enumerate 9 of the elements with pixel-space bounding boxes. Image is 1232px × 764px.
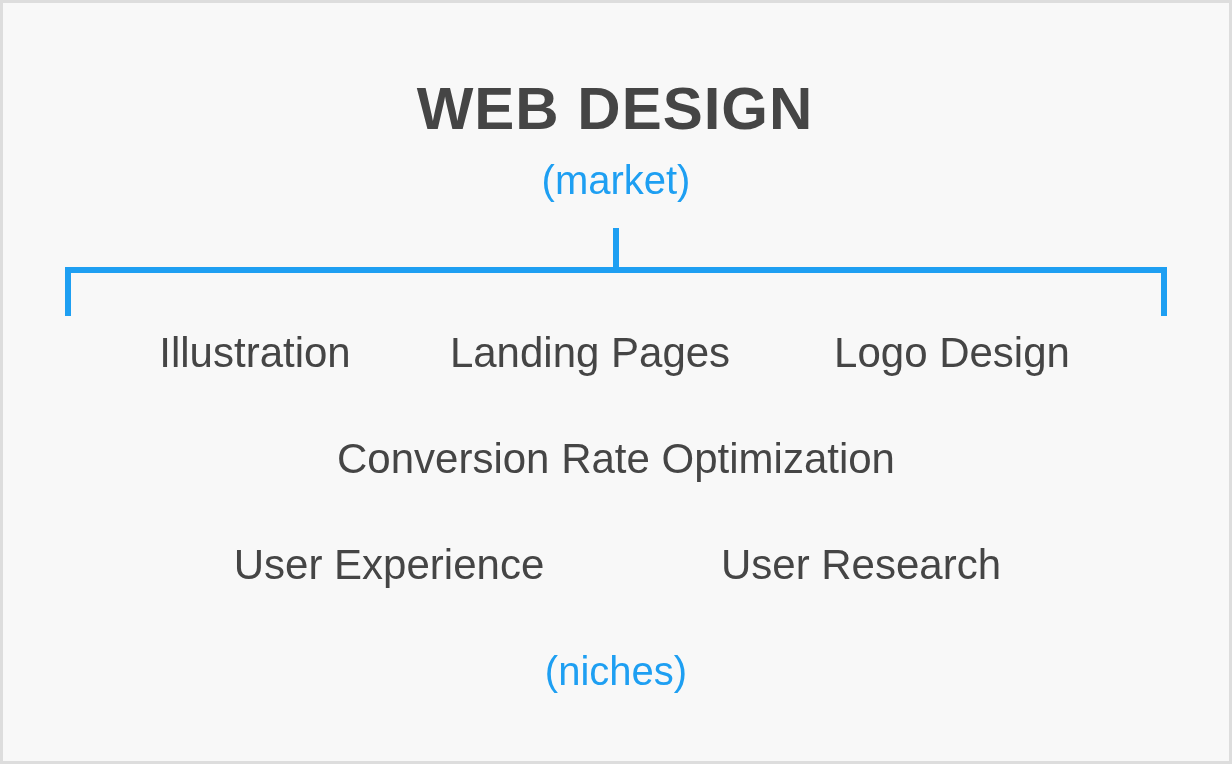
niche-label: User Research (720, 540, 1002, 590)
annotation: (niches) (544, 648, 688, 694)
niche-label: Conversion Rate Optimization (337, 434, 895, 484)
annotation: (market) (541, 157, 691, 203)
niche-label: User Experience (233, 540, 545, 590)
niche-label: Illustration (159, 328, 351, 378)
title: WEB DESIGN (416, 73, 814, 143)
niche-label: Logo Design (834, 328, 1070, 378)
niche-label: Landing Pages (449, 328, 731, 378)
